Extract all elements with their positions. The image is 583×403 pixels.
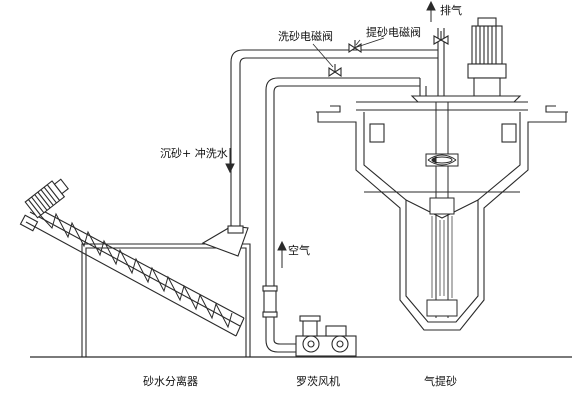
airlift-riser — [425, 96, 459, 318]
airlift-drive-motor — [410, 17, 522, 103]
airlift-label: 气提砂 — [424, 374, 457, 388]
lift-valve-label: 提砂电磁阀 — [366, 25, 421, 39]
lift-solenoid-valve — [348, 40, 362, 54]
valve-leader-lines — [312, 37, 385, 68]
sand-water-separator — [19, 204, 251, 357]
separator-motor — [24, 178, 69, 219]
air-lift-pipe — [262, 77, 420, 353]
blower-label: 罗茨风机 — [296, 374, 340, 388]
wash-valve-label: 洗砂电磁阀 — [278, 29, 333, 43]
airlift-grit-chamber — [316, 101, 568, 331]
roots-blower — [295, 315, 357, 357]
screw-conveyor-flight — [39, 212, 233, 329]
exhaust-pipe — [419, 28, 445, 96]
wash-solenoid-valve — [328, 64, 342, 78]
sand-wash-pipe — [227, 49, 438, 234]
air-label: 空气 — [288, 243, 310, 257]
sand-water-inlet-label: 沉砂+ 冲洗水 — [160, 146, 228, 160]
rotation-arrow-icon — [431, 156, 453, 164]
exhaust-label: 排气 — [440, 3, 462, 17]
separator-label: 砂水分离器 — [143, 374, 198, 388]
flow-arrows — [225, 0, 436, 268]
exhaust-valve — [433, 31, 449, 45]
